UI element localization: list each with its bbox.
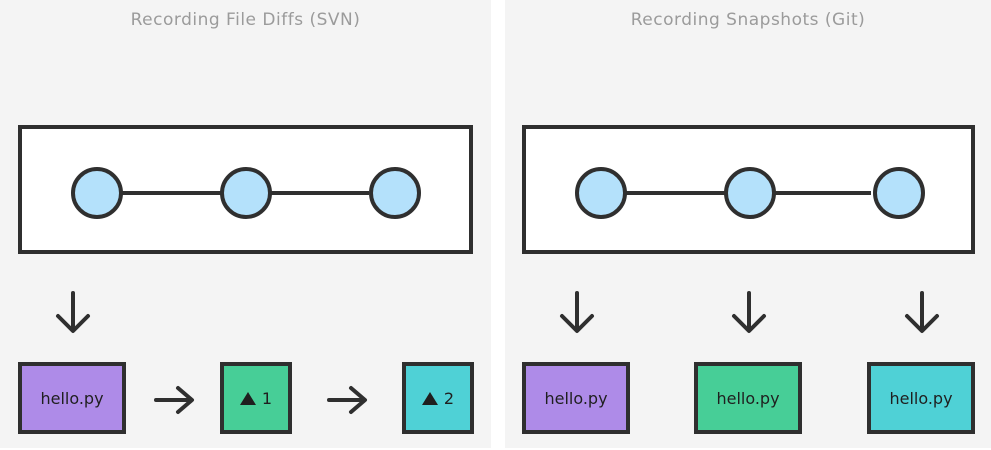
delta-triangle-icon	[421, 391, 438, 405]
right-arrow-icon	[327, 386, 367, 414]
right-arrow-icon	[154, 386, 194, 414]
commit-node	[71, 167, 123, 219]
down-arrow-icon	[560, 291, 594, 333]
git-commit-timeline	[522, 125, 975, 254]
commit-node	[220, 167, 272, 219]
snapshot-hello-py-1: hello.py	[522, 362, 630, 434]
svn-commit-timeline	[18, 125, 473, 254]
down-arrow-icon	[905, 291, 939, 333]
git-panel: Recording Snapshots (Git) hello.py hello…	[505, 0, 991, 448]
delta-label: 1	[261, 388, 273, 408]
delta-triangle-icon	[239, 391, 256, 405]
git-panel-title: Recording Snapshots (Git)	[630, 10, 866, 30]
commit-node	[575, 167, 627, 219]
file-hello-py: hello.py	[18, 362, 126, 434]
down-arrow-icon	[732, 291, 766, 333]
snapshot-hello-py-2: hello.py	[694, 362, 802, 434]
commit-node	[873, 167, 925, 219]
file-label: hello.py	[40, 388, 104, 408]
file-label: hello.py	[889, 388, 953, 408]
diff-delta-1: 1	[220, 362, 292, 434]
svn-panel: Recording File Diffs (SVN) hello.py 1 2	[0, 0, 491, 448]
file-label: hello.py	[544, 388, 608, 408]
file-label: hello.py	[716, 388, 780, 408]
svn-panel-title: Recording File Diffs (SVN)	[130, 10, 361, 30]
diff-delta-2: 2	[402, 362, 474, 434]
commit-node	[724, 167, 776, 219]
snapshot-hello-py-3: hello.py	[867, 362, 975, 434]
delta-label: 2	[443, 388, 455, 408]
commit-node	[369, 167, 421, 219]
down-arrow-icon	[56, 291, 90, 333]
